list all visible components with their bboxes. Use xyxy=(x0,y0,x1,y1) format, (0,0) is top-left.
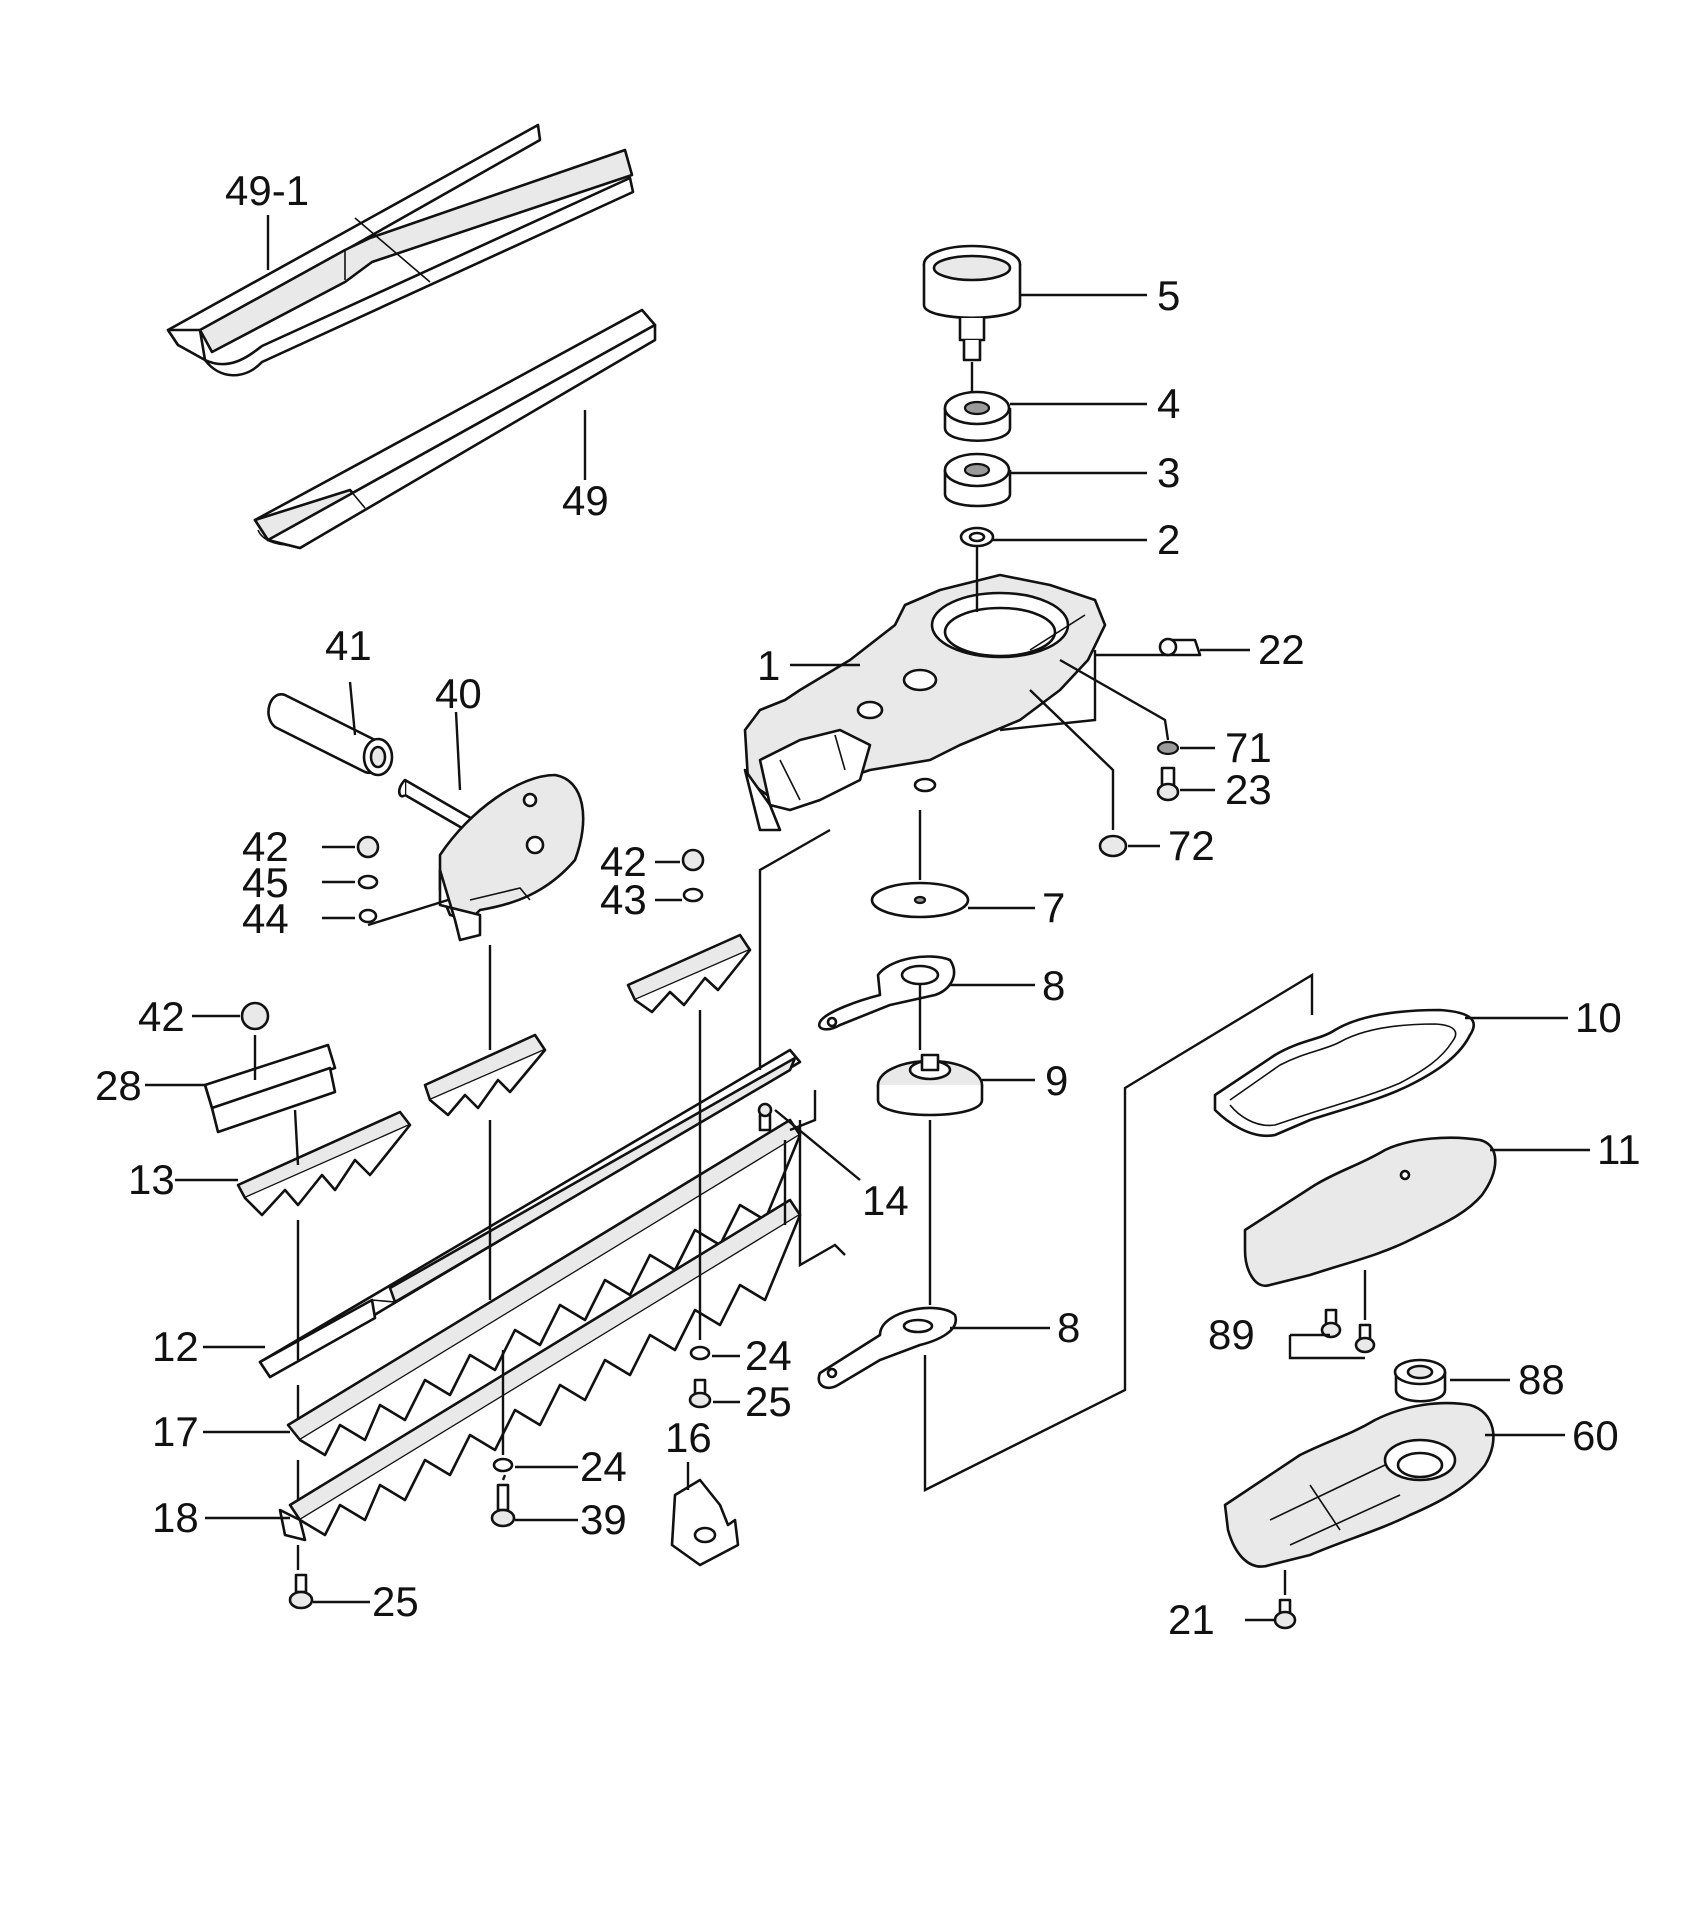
label-39: 39 xyxy=(580,1496,627,1543)
part-25-bolt-a xyxy=(688,1378,712,1409)
label-22: 22 xyxy=(1258,626,1305,673)
label-5: 5 xyxy=(1157,272,1180,319)
part-13-blade-guide xyxy=(236,1110,412,1217)
label-28: 28 xyxy=(95,1062,142,1109)
part-43-washer xyxy=(682,887,704,903)
part-7-plate xyxy=(870,881,970,919)
label-24-b: 24 xyxy=(580,1443,627,1490)
part-10-gasket xyxy=(1213,1008,1476,1138)
part-42-nut-b xyxy=(681,848,705,872)
part-40-guard xyxy=(397,773,585,942)
label-49: 49 xyxy=(562,477,609,524)
part-28-clip xyxy=(203,1043,337,1134)
part-60-gear-cover xyxy=(1223,1401,1495,1568)
label-23: 23 xyxy=(1225,766,1272,813)
part-16-clip xyxy=(670,1478,740,1567)
label-88: 88 xyxy=(1518,1356,1565,1403)
label-42-c: 42 xyxy=(138,993,185,1040)
label-11: 11 xyxy=(1597,1126,1641,1173)
label-8-b: 8 xyxy=(1057,1304,1080,1351)
label-43: 43 xyxy=(600,876,647,923)
part-8-link-upper xyxy=(817,955,956,1031)
part-71-washer xyxy=(1156,740,1180,756)
part-45-washer xyxy=(357,874,379,890)
label-60: 60 xyxy=(1572,1412,1619,1459)
part-2-washer xyxy=(959,526,995,548)
part-guide-middle xyxy=(423,1033,547,1117)
label-24-a: 24 xyxy=(745,1332,792,1379)
part-number-labels: 49-1 49 5 4 3 2 1 22 71 23 72 41 40 42 4… xyxy=(95,167,1641,1643)
part-guide-upper xyxy=(626,933,752,1014)
part-41-grip xyxy=(267,693,394,777)
part-18-lower-blade xyxy=(278,1198,802,1542)
label-72: 72 xyxy=(1168,822,1215,869)
part-23-bolt xyxy=(1156,766,1180,802)
leader-lines xyxy=(145,215,1590,1622)
part-39-bolt xyxy=(490,1483,516,1528)
label-1: 1 xyxy=(757,642,780,689)
label-44: 44 xyxy=(242,895,289,942)
label-14: 14 xyxy=(862,1177,909,1224)
part-42-nut-c xyxy=(240,1001,270,1031)
label-41: 41 xyxy=(325,622,372,669)
label-7: 7 xyxy=(1042,884,1065,931)
part-22-grease-nipple xyxy=(1158,637,1202,657)
part-88-bearing xyxy=(1393,1358,1447,1403)
label-45: 45 xyxy=(242,859,289,906)
part-25-bolt-b xyxy=(288,1573,314,1610)
label-2: 2 xyxy=(1157,516,1180,563)
label-71: 71 xyxy=(1225,724,1272,771)
part-49-sheath xyxy=(253,308,657,550)
label-40: 40 xyxy=(435,670,482,717)
part-1-gear-case xyxy=(743,573,1107,832)
label-4: 4 xyxy=(1157,380,1180,427)
part-11-cover-plate xyxy=(1243,1136,1497,1288)
label-9: 9 xyxy=(1045,1057,1068,1104)
label-25-a: 25 xyxy=(745,1378,792,1425)
label-12: 12 xyxy=(152,1323,199,1370)
part-42-nut-a xyxy=(356,835,380,859)
label-42-b: 42 xyxy=(600,838,647,885)
part-5-drive-cup xyxy=(922,244,1022,362)
label-18: 18 xyxy=(152,1494,199,1541)
label-17: 17 xyxy=(152,1408,199,1455)
label-89: 89 xyxy=(1208,1311,1255,1358)
part-72-nut xyxy=(1098,834,1128,858)
part-4-bearing xyxy=(943,390,1012,443)
part-89-screws xyxy=(1320,1308,1376,1354)
label-13: 13 xyxy=(128,1156,175,1203)
label-49-1: 49-1 xyxy=(225,167,309,214)
label-42-a: 42 xyxy=(242,823,289,870)
part-9-gear xyxy=(876,1053,984,1117)
label-10: 10 xyxy=(1575,994,1622,1041)
label-21: 21 xyxy=(1168,1596,1215,1643)
label-16: 16 xyxy=(665,1414,712,1461)
part-21-screw xyxy=(1273,1598,1297,1630)
part-3-bearing xyxy=(943,452,1012,508)
label-25-b: 25 xyxy=(372,1578,419,1625)
part-24-washer-a xyxy=(689,1345,711,1361)
label-8-a: 8 xyxy=(1042,962,1065,1009)
part-44-washer xyxy=(358,908,378,924)
part-49-1-blade-cover xyxy=(166,123,635,377)
part-14-bolt xyxy=(757,1102,773,1132)
assembly-lines xyxy=(253,362,1367,1595)
part-12-blade-bar xyxy=(258,1048,802,1379)
part-8-link-lower xyxy=(817,1306,958,1390)
label-3: 3 xyxy=(1157,449,1180,496)
part-24-washer-b xyxy=(492,1457,514,1473)
